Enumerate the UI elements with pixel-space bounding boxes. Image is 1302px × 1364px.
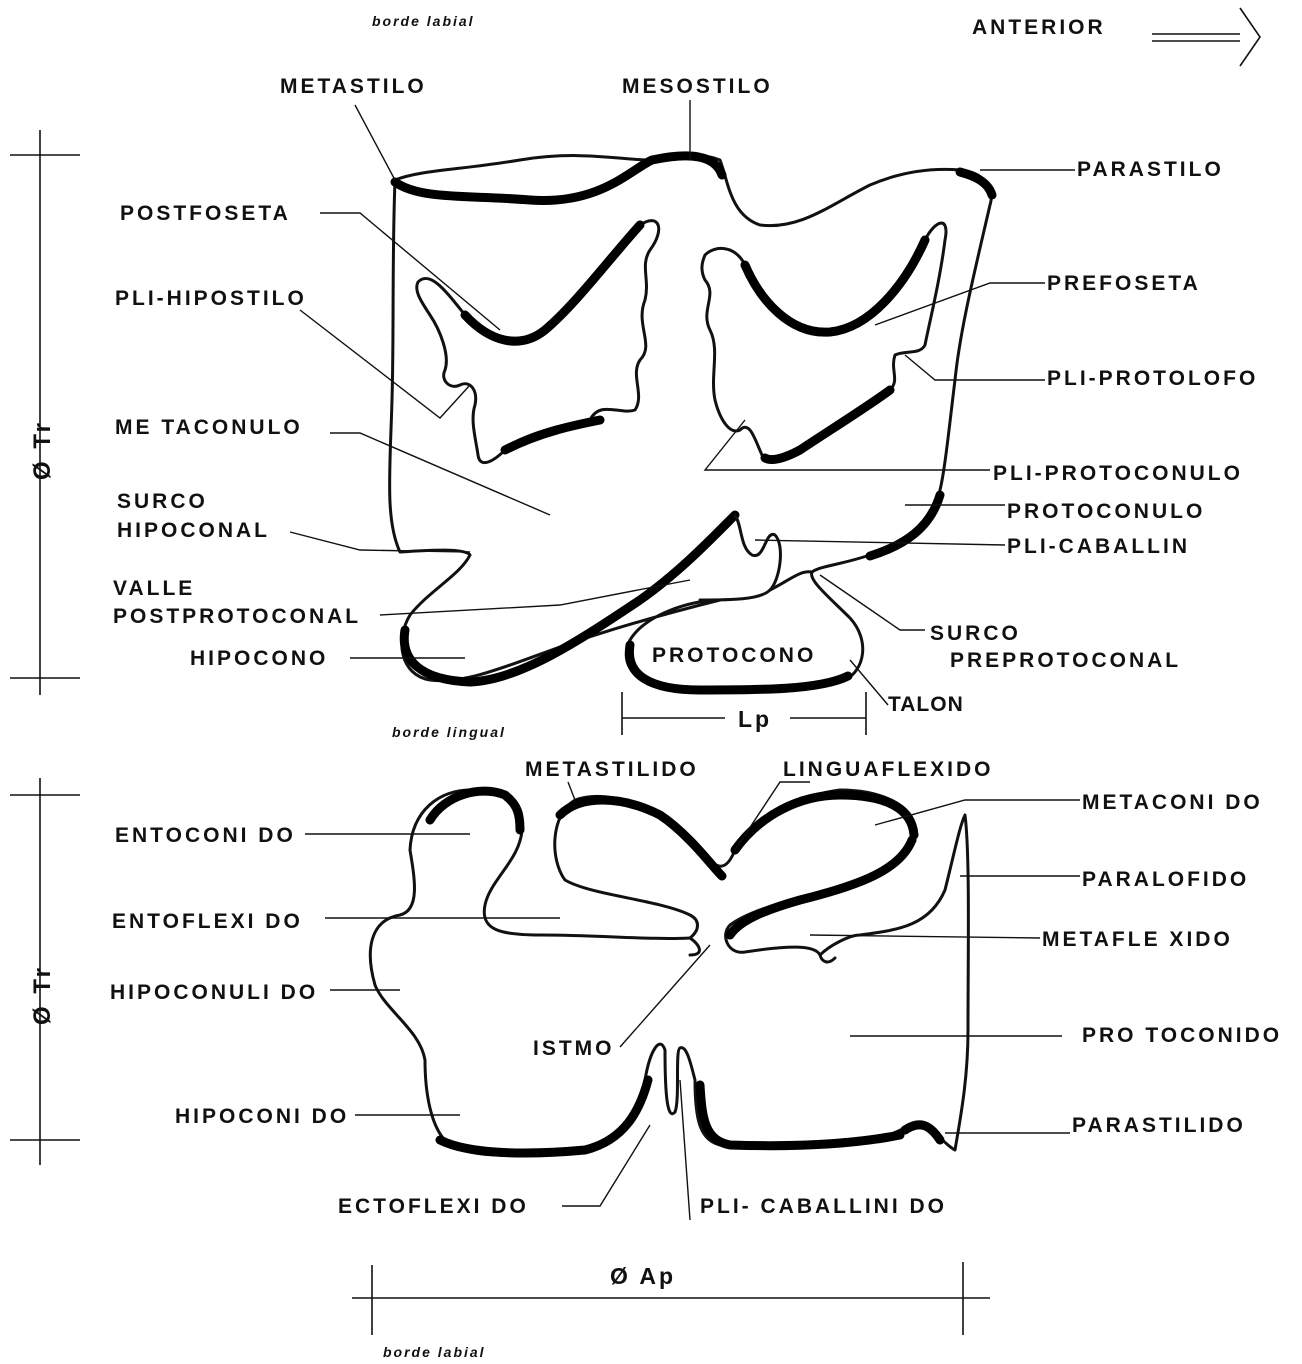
prefoseta-shape: [702, 223, 946, 460]
borde-lingual-label: borde lingual: [392, 724, 506, 740]
paralofido-label: PARALOFIDO: [1082, 868, 1249, 891]
entoflexido-label: ENTOFLEXI DO: [112, 910, 303, 933]
protocono-label: PROTOCONO: [652, 644, 816, 667]
anterior-label: ANTERIOR: [972, 16, 1106, 39]
linguaflexido-label: LINGUAFLEXIDO: [783, 758, 994, 781]
surco-hipoconal-label-2: HIPOCONAL: [117, 519, 270, 542]
upper-tr-label: Ø Tr: [29, 420, 56, 480]
lower-tooth-drawing: [370, 790, 968, 1155]
hipoconulido-label: HIPOCONULI DO: [110, 981, 318, 1004]
postfoseta-label: POSTFOSETA: [120, 202, 291, 225]
lower-tooth-outline: [370, 790, 968, 1155]
hipoconido-label: HIPOCONI DO: [175, 1105, 349, 1128]
parastilido-label: PARASTILIDO: [1072, 1114, 1246, 1137]
metaflexido-label: METAFLE XIDO: [1042, 928, 1233, 951]
anterior-arrow-icon: [1152, 8, 1260, 66]
metaconido-label: METACONI DO: [1082, 791, 1263, 814]
postfoseta-shape: [417, 221, 659, 463]
valle-postprotoconal-label-1: VALLE: [113, 577, 195, 600]
surco-preprotoconal-label-2: PREPROTOCONAL: [950, 649, 1181, 672]
protoconido-label: PRO TOCONIDO: [1082, 1024, 1282, 1047]
upper-labels: METASTILO MESOSTILO PARASTILO POSTFOSETA…: [113, 75, 1258, 716]
metastilido-label: METASTILIDO: [525, 758, 699, 781]
metaconulo-label: ME TACONULO: [115, 416, 303, 439]
istmo-label: ISTMO: [533, 1037, 615, 1060]
lower-dimension-tr: Ø Tr: [10, 778, 80, 1165]
entoconido-label: ENTOCONI DO: [115, 824, 296, 847]
hipocono-label: HIPOCONO: [190, 647, 328, 670]
upper-dimension-lp: Lp: [622, 692, 866, 735]
lower-labels: METASTILIDO LINGUAFLEXIDO METACONI DO EN…: [110, 758, 1282, 1218]
pli-caballinido-label: PLI- CABALLINI DO: [700, 1195, 947, 1218]
borde-labial-bottom-label: borde labial: [383, 1344, 486, 1360]
valle-postprotoconal-label-2: POSTPROTOCONAL: [113, 605, 361, 628]
pli-hipostilo-label: PLI-HIPOSTILO: [115, 287, 307, 310]
ectoflexido-label: ECTOFLEXI DO: [338, 1195, 529, 1218]
metastilo-label: METASTILO: [280, 75, 427, 98]
pli-caballin-label: PLI-CABALLIN: [1007, 535, 1190, 558]
surco-hipoconal-label-1: SURCO: [117, 490, 208, 513]
ap-label: Ø Ap: [610, 1263, 676, 1289]
protoconulo-label: PROTOCONULO: [1007, 500, 1205, 523]
lower-tr-label: Ø Tr: [29, 965, 56, 1025]
pli-protoconulo-label: PLI-PROTOCONULO: [993, 462, 1243, 485]
upper-dimension-tr: Ø Tr: [10, 130, 80, 695]
mesostilo-label: MESOSTILO: [622, 75, 773, 98]
pli-protolofo-label: PLI-PROTOLOFO: [1047, 367, 1258, 390]
prefoseta-label: PREFOSETA: [1047, 272, 1201, 295]
surco-preprotoconal-label-1: SURCO: [930, 622, 1021, 645]
lower-dimension-ap: Ø Ap: [352, 1262, 990, 1335]
parastilo-label: PARASTILO: [1077, 158, 1224, 181]
lp-label: Lp: [738, 706, 772, 732]
talon-label: TALON: [888, 693, 964, 716]
borde-labial-top-label: borde labial: [372, 13, 475, 29]
